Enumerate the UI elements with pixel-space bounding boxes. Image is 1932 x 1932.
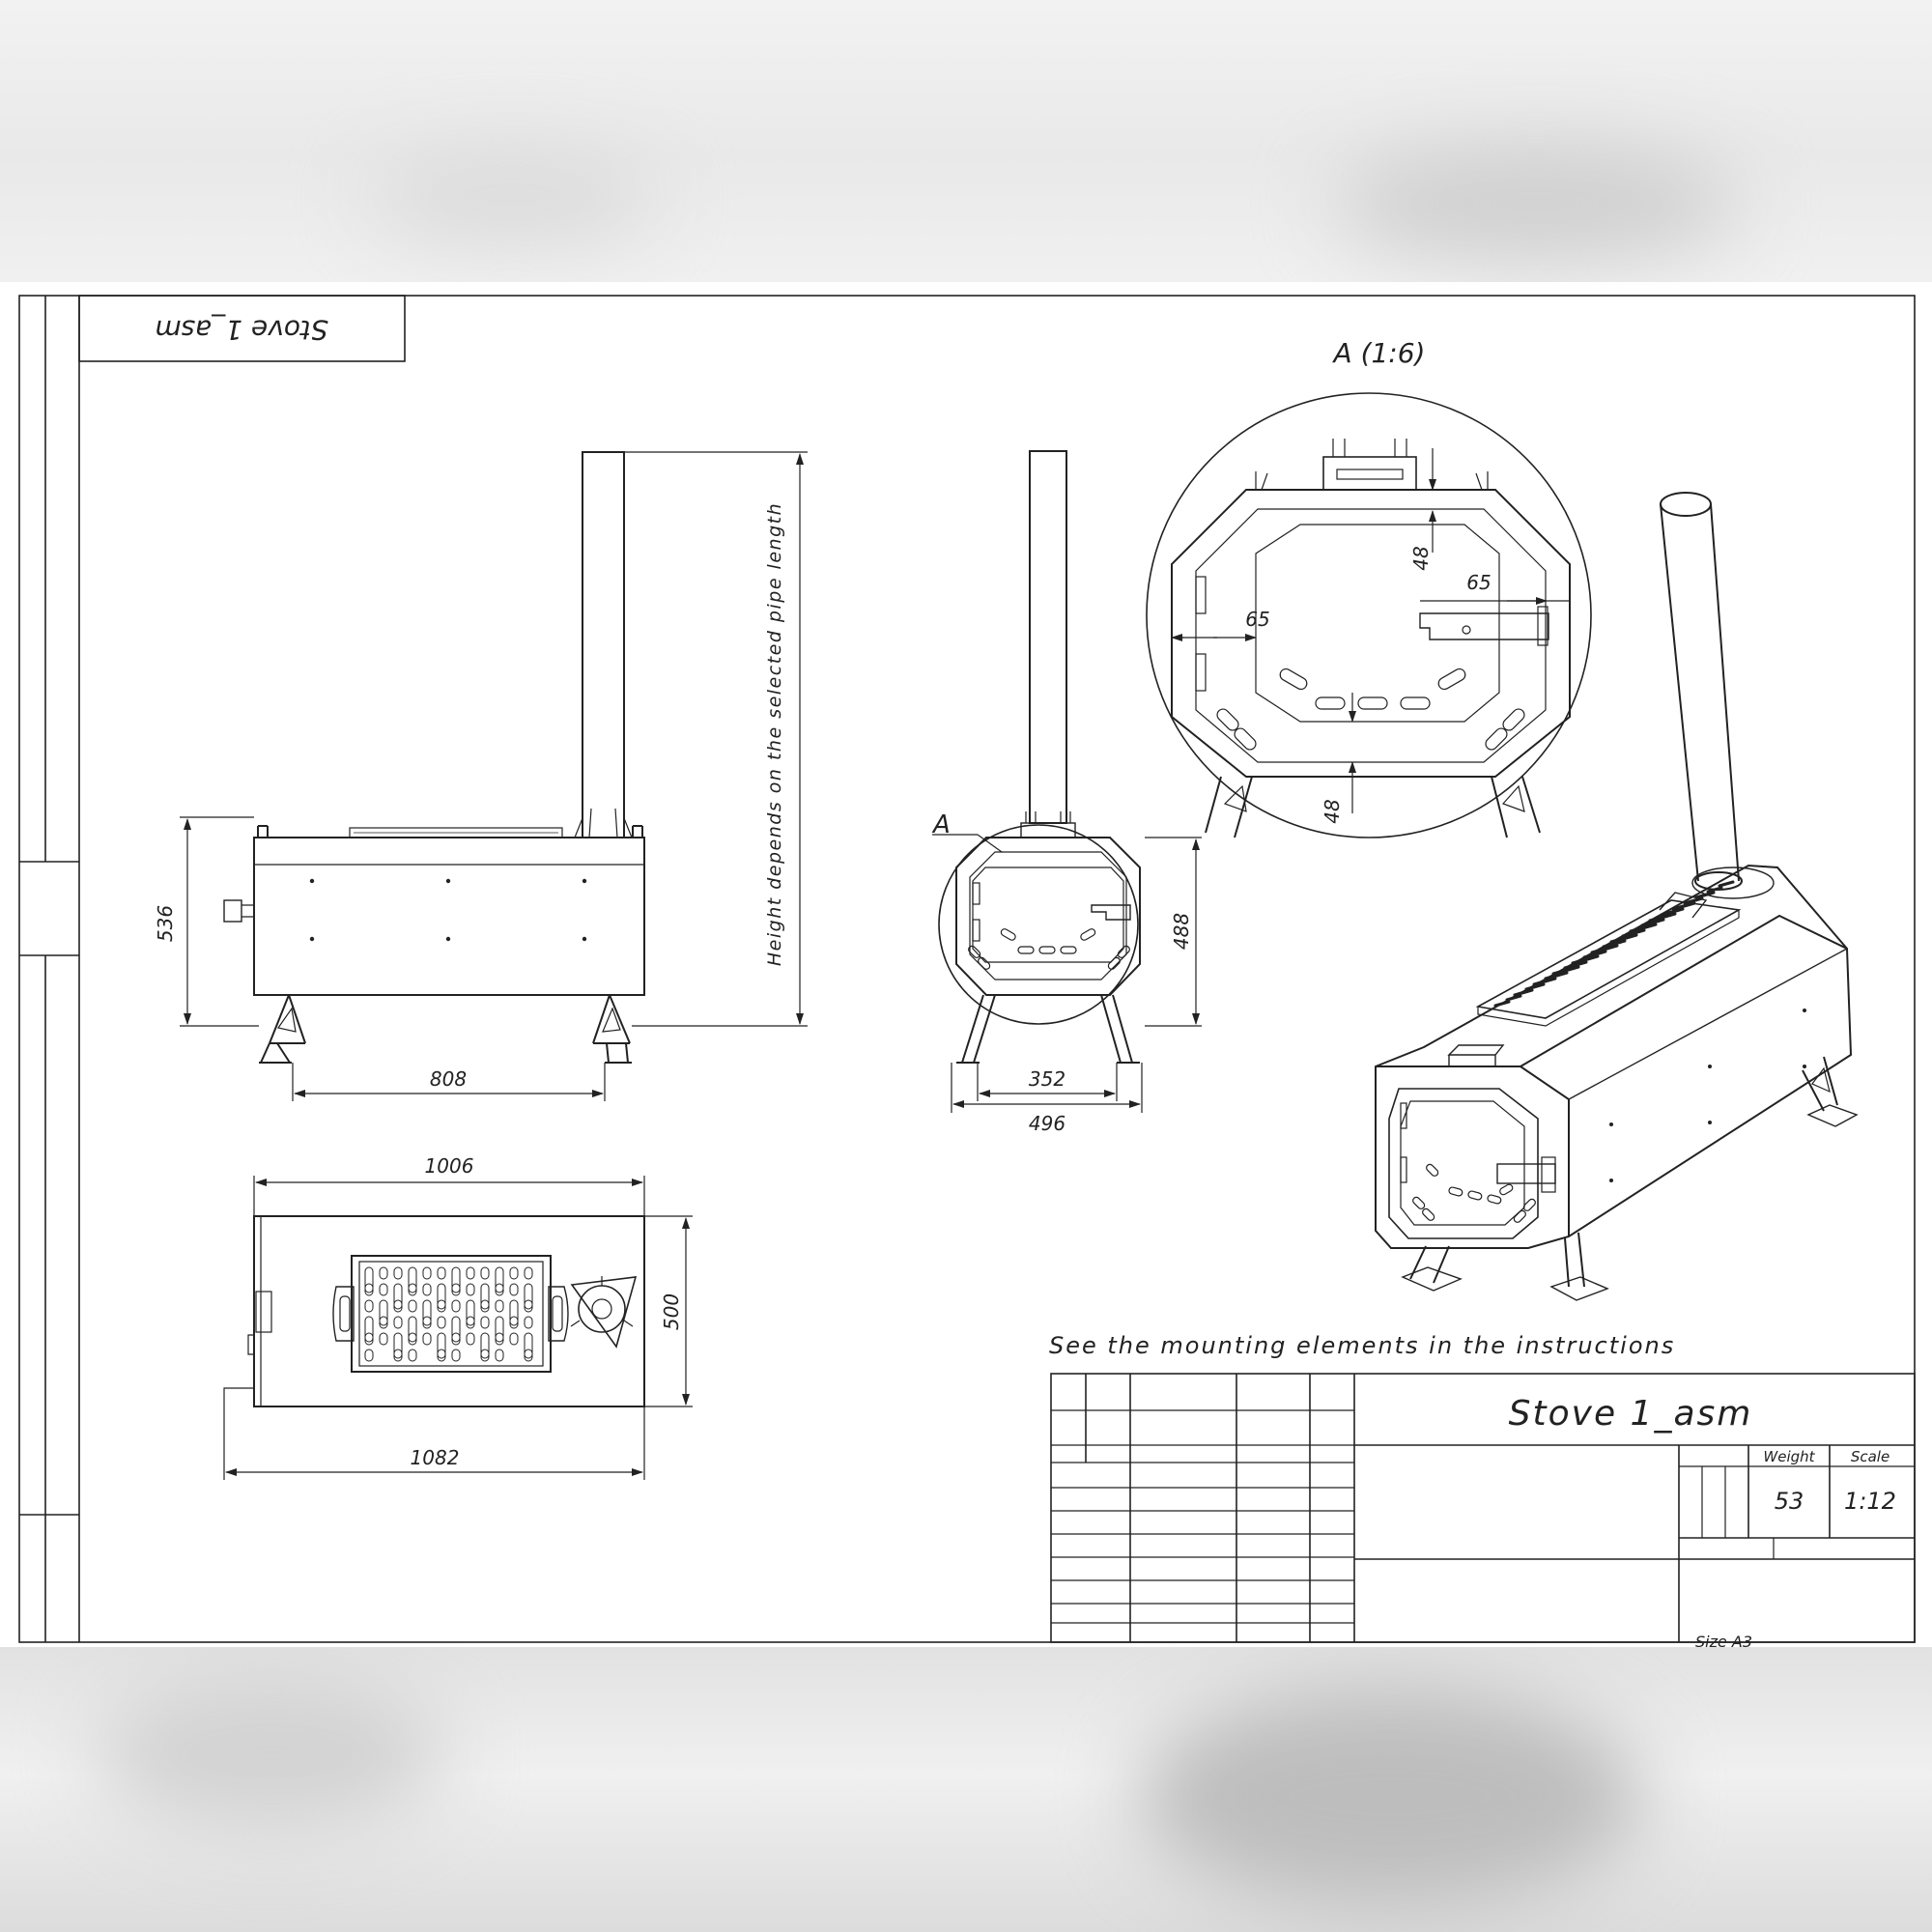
dim-top-overall: 1082 xyxy=(411,1446,460,1469)
side-dimensions xyxy=(180,451,808,1101)
drawing-sheet: Stove 1_asm xyxy=(0,282,1932,1647)
dim-top-width: 500 xyxy=(660,1293,683,1330)
weight-value: 53 xyxy=(1775,1488,1804,1515)
top-view xyxy=(223,1215,645,1407)
isometric-rivets xyxy=(1609,1009,1806,1182)
detail-dimensions xyxy=(1171,448,1570,813)
sheet-frame xyxy=(18,295,1916,1643)
dim-top-length: 1006 xyxy=(425,1154,474,1178)
mounting-note: See the mounting elements in the instruc… xyxy=(1049,1332,1675,1359)
dim-front-height: 488 xyxy=(1170,913,1193,950)
corner-stamp-text: Stove 1_asm xyxy=(155,314,327,346)
background-blur-bottom xyxy=(0,1647,1932,1932)
front-dimensions xyxy=(932,834,1202,1113)
top-dimensions xyxy=(223,1176,693,1480)
detail-label: A (1:6) xyxy=(1332,337,1426,369)
background-blur-top xyxy=(0,0,1932,282)
isometric-grate-slots xyxy=(1493,880,1735,1008)
dim-detail-left: 65 xyxy=(1245,608,1269,631)
dim-side-leg-span: 808 xyxy=(430,1067,467,1091)
binding-strip xyxy=(19,296,79,1642)
weight-label: Weight xyxy=(1763,1448,1815,1465)
pipe-height-note: Height depends on the selected pipe leng… xyxy=(764,502,785,966)
dim-side-height: 536 xyxy=(154,905,177,942)
dim-detail-bottom: 48 xyxy=(1321,799,1344,823)
detail-view xyxy=(1146,392,1592,838)
title-block xyxy=(1050,1373,1916,1643)
dim-detail-top: 48 xyxy=(1409,546,1433,570)
top-grate-slots xyxy=(364,1266,533,1362)
side-view xyxy=(223,451,645,1064)
scale-label: Scale xyxy=(1851,1448,1889,1465)
corner-stamp-box xyxy=(78,295,406,362)
dim-front-leg-span: 352 xyxy=(1029,1067,1065,1091)
title-block-name: Stove 1_asm xyxy=(1509,1394,1753,1434)
side-view-rivets xyxy=(309,878,587,942)
dim-detail-right: 65 xyxy=(1466,571,1491,594)
front-view xyxy=(938,450,1141,1064)
dim-front-width: 496 xyxy=(1029,1112,1065,1135)
isometric-view xyxy=(1375,492,1859,1301)
section-letter: A xyxy=(931,810,951,839)
scale-value: 1:12 xyxy=(1844,1488,1896,1515)
sheet-size-label: Size A3 xyxy=(1695,1633,1752,1647)
